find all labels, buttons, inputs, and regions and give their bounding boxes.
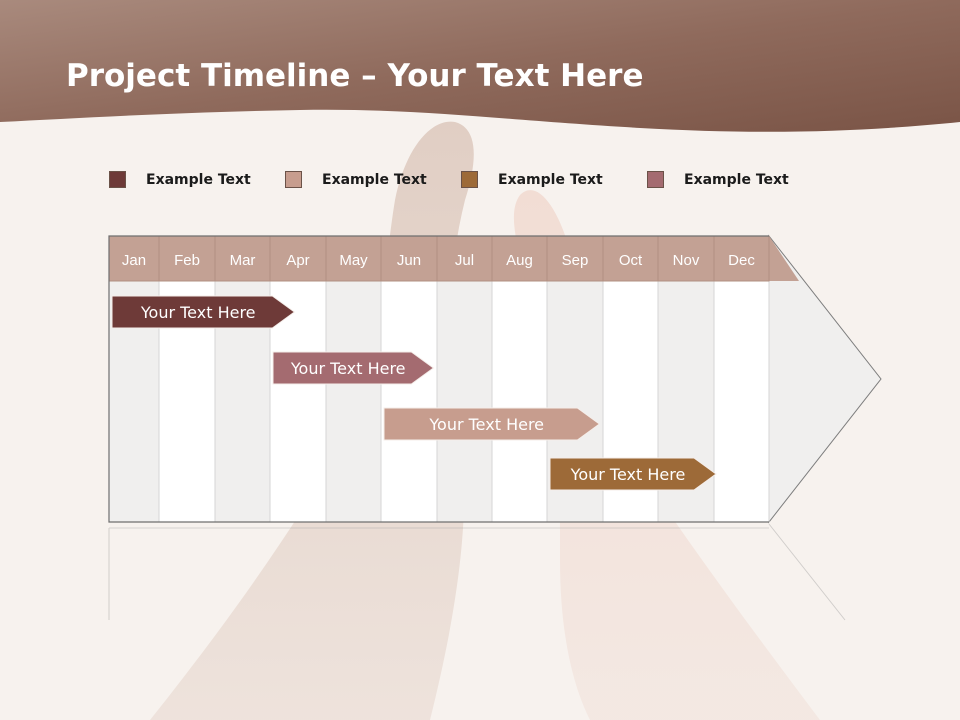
month-header-feb — [158, 235, 216, 282]
month-column-dec — [713, 280, 770, 523]
task-bar-3 — [383, 407, 601, 441]
month-header-jun — [380, 235, 438, 282]
month-column-jun — [380, 280, 438, 523]
month-header-apr — [269, 235, 327, 282]
month-column-aug — [491, 280, 548, 523]
month-header-dec — [713, 235, 770, 282]
legend-swatch-2 — [285, 171, 302, 188]
month-label-oct: Oct — [619, 252, 643, 269]
timeline-reflection — [108, 523, 846, 621]
month-column-may — [325, 280, 382, 523]
task-label-3: Your Text Here — [428, 415, 544, 434]
month-label-sep: Sep — [562, 252, 589, 269]
month-label-jun: Jun — [397, 252, 421, 269]
task-label-4: Your Text Here — [570, 465, 686, 484]
legend-swatch-1 — [109, 171, 126, 188]
month-label-aug: Aug — [506, 252, 533, 269]
month-label-dec: Dec — [728, 252, 755, 269]
timeline-frame — [108, 235, 769, 523]
month-label-apr: Apr — [286, 252, 309, 269]
timeline-arrow-header — [769, 236, 799, 281]
legend-label-4: Example Text — [684, 172, 789, 188]
task-bar-4 — [549, 457, 717, 491]
legend-label-3: Example Text — [498, 172, 603, 188]
month-label-may: May — [339, 252, 368, 269]
month-header-may — [325, 235, 382, 282]
month-label-feb: Feb — [174, 252, 200, 269]
header-band — [0, 0, 960, 132]
legend-swatch-3 — [461, 171, 478, 188]
month-header-oct — [602, 235, 659, 282]
month-label-nov: Nov — [673, 252, 700, 269]
month-header-jul — [436, 235, 493, 282]
legend-label-1: Example Text — [146, 172, 251, 188]
month-column-jul — [436, 280, 493, 523]
task-label-1: Your Text Here — [140, 303, 256, 322]
legend-swatch-4 — [647, 171, 664, 188]
task-bar-1 — [111, 295, 296, 329]
month-header-sep — [546, 235, 604, 282]
slide-title-rest: – Your Text Here — [350, 58, 644, 94]
month-label-jan: Jan — [122, 252, 146, 269]
month-label-mar: Mar — [230, 252, 256, 269]
legend-label-2: Example Text — [322, 172, 427, 188]
month-label-jul: Jul — [455, 252, 474, 269]
task-label-2: Your Text Here — [290, 359, 406, 378]
month-header-mar — [214, 235, 271, 282]
slide-title-bold: Project Timeline — [66, 58, 351, 94]
task-bar-2 — [272, 351, 435, 385]
slide-title: Project Timeline – Your Text Here — [66, 58, 643, 94]
month-header-aug — [491, 235, 548, 282]
